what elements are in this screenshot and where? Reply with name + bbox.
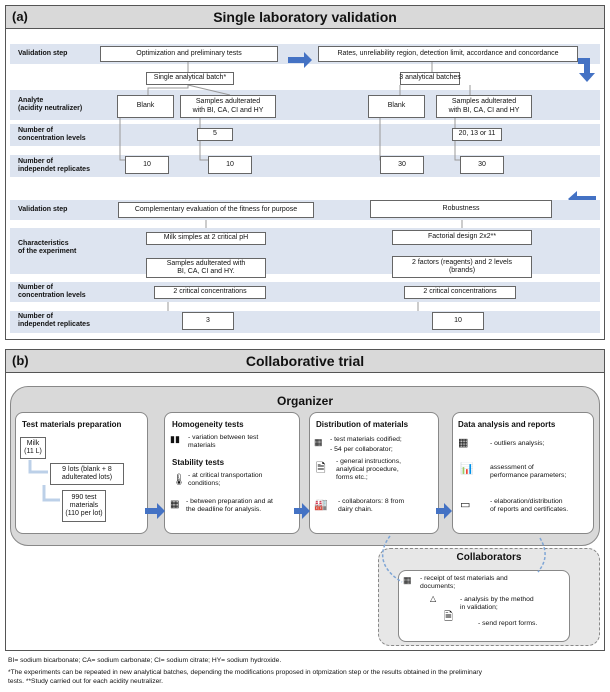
data-analysis-text-3: - elaboration/distribution of reports an…: [490, 498, 569, 514]
documents-icon: 🗎: [316, 461, 326, 475]
char-box-milk: Milk simples at 2 critical pH: [146, 232, 266, 245]
distribution-title: Distribution of materials: [316, 420, 409, 429]
data-analysis-text-1: - outliers analysis;: [490, 440, 545, 447]
panel-b-title: Collaborative trial: [245, 353, 365, 369]
materials-box: 990 test materials (110 per lot): [62, 490, 106, 522]
rep-box-left-2: 3: [182, 312, 234, 330]
card-distribution: [309, 412, 439, 534]
blank-box-left: Blank: [117, 95, 174, 118]
data-analysis-text-2: assessment of performance parameters;: [490, 464, 567, 480]
blank-box-right: Blank: [368, 95, 425, 118]
row-label-analyte: Analyte (acidity neutralizer): [18, 97, 83, 113]
step-box-rates: Rates, unreliability region, detection l…: [318, 46, 578, 62]
homogeneity-text: - variation between test materials: [188, 434, 259, 450]
panel-a-title-bar: [5, 5, 605, 29]
rep-box-right-2: 10: [432, 312, 484, 330]
footnote-1: *The experiments can be repeated in new …: [8, 669, 482, 676]
batch-box-three: 3 analytical batches: [399, 72, 461, 85]
collaborators-text-1: - receipt of test materials and document…: [420, 575, 508, 591]
received-tubes-icon: ▦: [403, 575, 412, 585]
row-label-concentration-2: Number of concentration levels: [18, 284, 86, 300]
dairy-factory-icon: 🏭: [314, 499, 328, 511]
homogeneity-title: Homogeneity tests: [172, 420, 244, 429]
card-data-analysis: [452, 412, 594, 534]
row-label-concentration: Number of concentration levels: [18, 127, 86, 143]
test-tubes-icon: ▮▮: [170, 434, 180, 444]
footnote-abbreviations: BI= sodium bicarbonate; CA= sodium carbo…: [8, 657, 282, 664]
distribution-text-4: - collaborators: 8 from dairy chain.: [338, 498, 405, 514]
levels-box-left-2: 2 critical concentrations: [154, 286, 266, 299]
collaborators-title: Collaborators: [456, 552, 522, 563]
panel-a-title: Single laboratory validation: [213, 9, 397, 25]
samples-box-right: Samples adulterated with BI, CA, CI and …: [436, 95, 532, 118]
char-box-factors: 2 factors (reagents) and 2 levels (brand…: [392, 256, 532, 278]
report-forms-icon: 🗎: [444, 611, 453, 623]
rep-samples-box-right: 30: [460, 156, 504, 174]
stability-title: Stability tests: [172, 458, 225, 467]
lots-box: 9 lots (blank + 8 adulterated lots): [50, 463, 124, 485]
data-analysis-title: Data analysis and reports: [458, 420, 556, 429]
levels-box-right: 20, 13 or 11: [452, 128, 502, 141]
bar-chart-icon: 📊: [460, 463, 474, 475]
rep-samples-box-left: 10: [208, 156, 252, 174]
stability-text-2: - between preparation and at the deadlin…: [186, 498, 273, 514]
char-box-samples: Samples adulterated with BI, CA, CI and …: [146, 258, 266, 278]
rep-blank-box-left: 10: [125, 156, 169, 174]
panel-b-title-bar: [5, 349, 605, 373]
distribution-text-3: - general instructions, analytical proce…: [336, 458, 401, 482]
milk-box: Milk (11 L): [20, 437, 46, 459]
row-label-validation-step-2: Validation step: [18, 206, 68, 213]
card-collaborators: [398, 570, 570, 642]
certificate-icon: ▭: [460, 499, 471, 511]
batch-box-single: Single analytical batch*: [146, 72, 234, 85]
collaborators-text-3: - send report forms.: [478, 620, 538, 627]
step-box-robustness: Robustness: [370, 200, 552, 218]
distribution-text-1: - test materials codified;: [330, 436, 402, 443]
organizer-title: Organizer: [276, 394, 333, 408]
row-label-validation-step: Validation step: [18, 50, 68, 57]
levels-box-left: 5: [197, 128, 233, 141]
row-label-characteristics: Characteristics of the experiment: [18, 240, 77, 256]
spreadsheet-icon: ▦: [458, 437, 469, 449]
calendar-icon: ▦: [170, 499, 180, 510]
panel-a-label: (a): [12, 9, 28, 24]
samples-box-left: Samples adulterated with BI, CA, CI and …: [180, 95, 276, 118]
thermometer-icon: 🌡: [172, 474, 186, 486]
collaborators-text-2: - analysis by the method in validation;: [460, 596, 534, 612]
step-box-complementary: Complementary evaluation of the fitness …: [118, 202, 314, 218]
char-box-factorial: Factorial design 2x2**: [392, 230, 532, 245]
stability-text-1: - at critical transportation conditions;: [188, 472, 263, 488]
pipette-icon: △: [430, 594, 437, 603]
card-homogeneity: [164, 412, 300, 534]
distribution-text-2: - 54 per collaborator;: [330, 446, 393, 453]
panel-b-label: (b): [12, 353, 29, 368]
prep-title: Test materials preparation: [22, 420, 122, 429]
footnote-2: tests. **Study carried out for each acid…: [8, 678, 164, 685]
row-label-replicates: Number of independet replicates: [18, 158, 90, 174]
step-box-optimization: Optimization and preliminary tests: [100, 46, 278, 62]
levels-box-right-2: 2 critical concentrations: [404, 286, 516, 299]
rep-blank-box-right: 30: [380, 156, 424, 174]
coded-tubes-icon: ▦: [314, 437, 323, 447]
row-label-replicates-2: Number of independet replicates: [18, 313, 90, 329]
